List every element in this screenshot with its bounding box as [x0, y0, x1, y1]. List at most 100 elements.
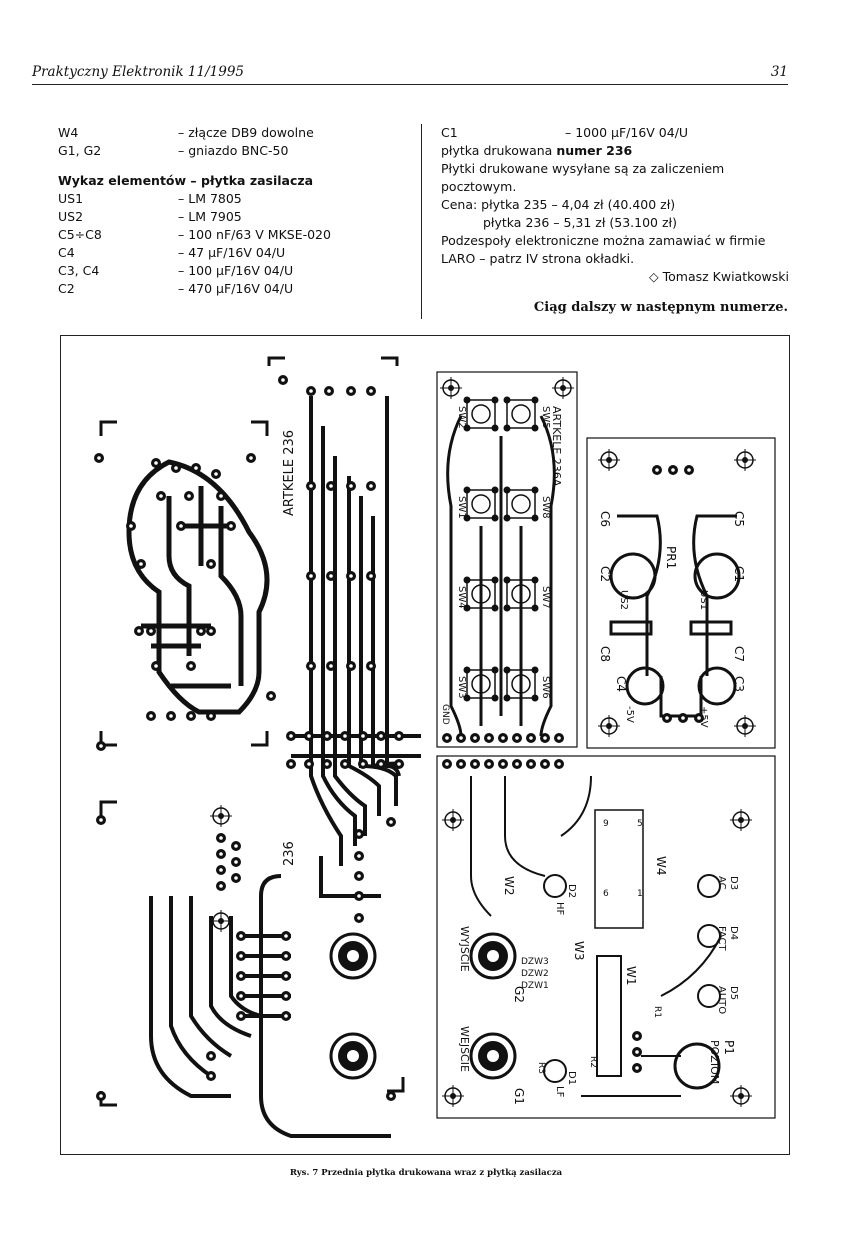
label-wyjscie: WYJŚCIE: [458, 926, 471, 972]
part-ref: C1: [441, 125, 458, 140]
part-desc: – złącze DB9 dowolne: [178, 125, 314, 140]
label-r3: R3: [536, 1062, 546, 1074]
label-lf: LF: [554, 1086, 565, 1098]
label-d2: D2: [566, 884, 577, 898]
label-c7: C7: [732, 646, 746, 662]
part-desc: – 470 μF/16V 04/U: [178, 281, 294, 296]
part-ref: C4: [58, 245, 75, 260]
figure-caption: Rys. 7 Przednia płytka drukowana wraz z …: [289, 1168, 563, 1178]
label-r1: R1: [652, 1006, 662, 1018]
part-row: US1 – LM 7805: [58, 190, 414, 208]
part-desc: – 1000 μF/16V 04/U: [565, 125, 689, 140]
part-row: C5÷C8– 100 nF/63 V MKSE-020: [58, 226, 414, 244]
price-line-1: Cena: płytka 235 – 4,04 zł (40.400 zł): [441, 197, 676, 212]
label-c8: C8: [598, 646, 612, 662]
part-ref: US2: [58, 209, 84, 224]
label-poziom: POZIOM: [708, 1040, 721, 1084]
author-signature: ◇ Tomasz Kwiatkowski: [649, 269, 789, 284]
label-plus5v: +5V: [698, 706, 709, 728]
power-board: [586, 437, 776, 749]
label-w4: W4: [654, 856, 668, 876]
label-c2: C2: [598, 566, 612, 582]
label-hf: HF: [554, 902, 565, 916]
label-d3: D3: [728, 876, 739, 890]
label-db9-1: 1: [637, 889, 643, 899]
left-board-upper-pads: [93, 374, 289, 752]
part-desc: – LM 7805: [178, 191, 242, 206]
label-sw5: SW5: [540, 406, 551, 429]
page-header: Praktyczny Elektronik 11/1995 31: [32, 62, 788, 85]
part-ref: G1, G2: [58, 143, 102, 158]
label-ac: AC: [716, 876, 727, 890]
part-ref: US1: [58, 191, 84, 206]
part-row: C2 – 470 μF/16V 04/U: [58, 280, 414, 298]
pcb-figure: ARTKELE 236 236 ARTKELE 236A WYJŚCIE WEJ…: [60, 335, 790, 1155]
section-title: Wykaz elementów – płytka zasilacza: [58, 173, 314, 188]
label-c6: C6: [598, 511, 612, 527]
label-g1: G1: [512, 1088, 526, 1105]
label-sw3: SW3: [456, 676, 467, 699]
label-g2: G2: [512, 986, 526, 1003]
label-d4: D4: [728, 926, 739, 940]
label-db9-9: 9: [603, 819, 609, 829]
label-c5: C5: [732, 511, 746, 527]
label-c4: C4: [614, 676, 628, 692]
mounting-hole-icon: [209, 804, 233, 828]
label-sw7: SW7: [540, 586, 551, 609]
label-d1: D1: [566, 1071, 577, 1085]
label-wejscie: WEJŚCIE: [458, 1026, 471, 1072]
left-board-lower: [99, 800, 405, 1107]
label-gnd: GND: [440, 704, 450, 725]
order-note: Podzespoły elektroniczne można zamawiać …: [441, 233, 766, 266]
label-db9-5: 5: [637, 819, 643, 829]
label-w1: W1: [624, 966, 638, 986]
part-ref: C3, C4: [58, 263, 100, 278]
label-pr1: PR1: [664, 546, 678, 569]
label-us2: US2: [618, 590, 629, 610]
part-row: C4– 47 μF/16V 04/U: [58, 244, 414, 262]
part-ref: C5÷C8: [58, 227, 102, 242]
mounting-hole-icon: [209, 909, 233, 933]
label-sw4: SW4: [456, 586, 467, 609]
label-artkele-236: ARTKELE 236: [282, 430, 297, 516]
label-db9-6: 6: [603, 889, 609, 899]
part-ref: C2: [58, 281, 75, 296]
part-row: C3, C4– 100 μF/16V 04/U: [58, 262, 414, 280]
board-prefix: płytka drukowana: [441, 143, 553, 158]
bnc-connector-icon: [329, 932, 377, 980]
label-w2: W2: [502, 876, 516, 896]
label-d5: D5: [728, 986, 739, 1000]
column-divider: [421, 124, 422, 319]
label-sw8: SW8: [540, 496, 551, 519]
label-us1: US1: [698, 590, 709, 610]
continuation-note: Ciąg dalszy w następnym numerze.: [533, 300, 788, 315]
label-sw2: SW2: [456, 406, 467, 429]
label-sw6: SW6: [540, 676, 551, 699]
label-dzw2: DZW2: [521, 969, 549, 979]
label-r2: R2: [588, 1056, 598, 1068]
left-board-upper: [99, 420, 270, 747]
parts-list-right: C1 – 1000 μF/16V 04/U płytka drukowana nu…: [441, 124, 789, 286]
bnc-connector-icon: [329, 1032, 377, 1080]
switch-board: [436, 371, 578, 748]
label-fact: FACT: [716, 926, 727, 951]
label-artkele-236a: ARTKELE 236A: [550, 406, 563, 487]
label-c3: C3: [732, 676, 746, 692]
price-line-2: płytka 236 – 5,31 zł (53.100 zł): [483, 215, 677, 230]
pcb-layout-drawing: ARTKELE 236 236 ARTKELE 236A WYJŚCIE WEJ…: [93, 356, 776, 1138]
label-p1: P1: [722, 1040, 736, 1055]
part-desc: – gniazdo BNC-50: [178, 143, 289, 158]
label-auto: AUTO: [716, 986, 727, 1014]
label-w3: W3: [572, 941, 586, 961]
parts-list-left: W4 – złącze DB9 dowolne G1, G2 – gniazdo B…: [58, 124, 414, 298]
part-ref: W4: [58, 125, 79, 140]
label-minus5v: -5V: [624, 706, 635, 723]
part-row: W4 – złącze DB9 dowolne: [58, 124, 414, 142]
part-row: G1, G2 – gniazdo BNC-50: [58, 142, 414, 160]
part-row: US2– LM 7905: [58, 208, 414, 226]
board-number: numer 236: [556, 143, 633, 158]
label-236: 236: [282, 841, 297, 866]
label-c1: C1: [732, 566, 746, 582]
journal-title: Praktyczny Elektronik 11/1995: [32, 64, 245, 80]
part-row: C1 – 1000 μF/16V 04/U: [441, 124, 789, 142]
